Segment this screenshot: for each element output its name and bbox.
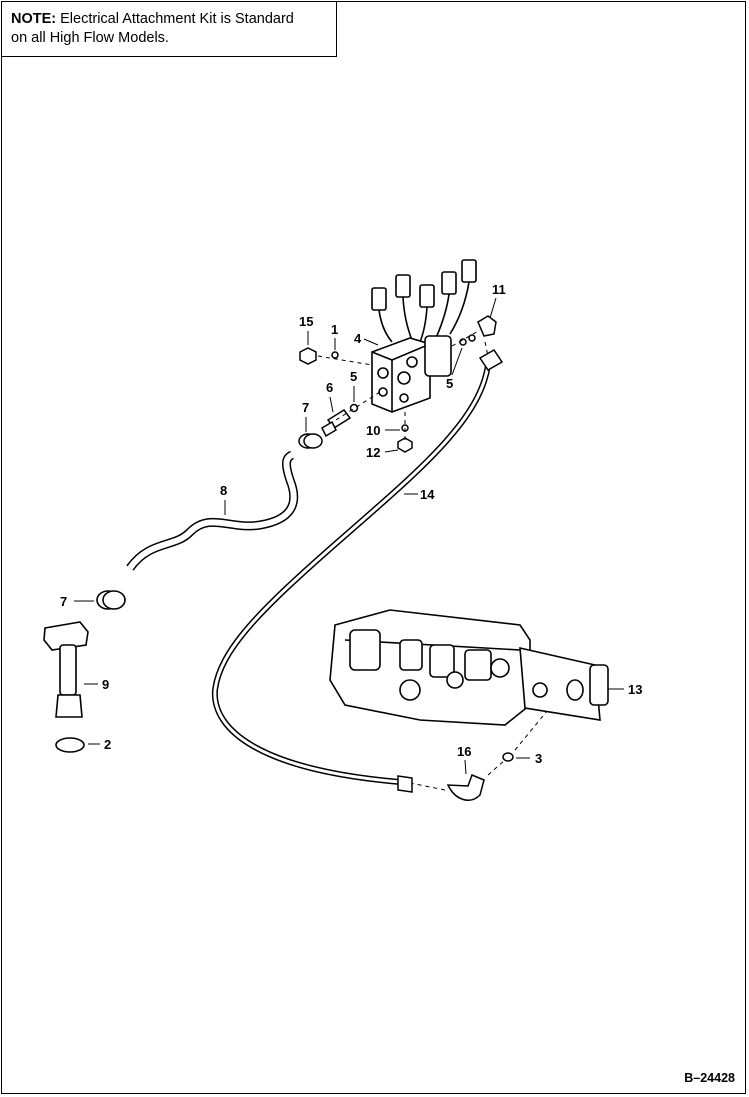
- callout-8: 8: [220, 483, 227, 498]
- callout-11: 11: [492, 282, 506, 297]
- note-line-2: on all High Flow Models.: [11, 30, 169, 46]
- callout-7-upper: 7: [302, 400, 309, 415]
- callout-2: 2: [104, 737, 111, 752]
- callout-5-right: 5: [446, 376, 453, 391]
- callout-9: 9: [102, 677, 109, 692]
- callout-16: 16: [457, 744, 471, 759]
- callout-10: 10: [366, 423, 380, 438]
- note-box: NOTE: Electrical Attachment Kit is Stand…: [1, 1, 337, 57]
- hose-14: [211, 349, 504, 793]
- callout-6: 6: [326, 380, 333, 395]
- note-prefix: NOTE:: [11, 11, 57, 27]
- callout-1: 1: [331, 322, 338, 337]
- note-line-1: Electrical Attachment Kit is Standard: [60, 11, 294, 27]
- tube-8: [126, 450, 299, 571]
- lower-fittings: [446, 752, 514, 801]
- electrical-connectors: [371, 259, 477, 343]
- callouts: 15 1 4 5 6 7 10 12 11 5 8 14 7 9 2 13 16: [60, 282, 642, 775]
- drawing-code: B–24428: [684, 1071, 735, 1085]
- callout-13: 13: [628, 682, 642, 697]
- pump-assembly: [329, 609, 609, 726]
- callout-12: 12: [366, 445, 380, 460]
- callout-14: 14: [420, 487, 435, 502]
- valve-block: [371, 259, 477, 413]
- callout-7-lower: 7: [60, 594, 67, 609]
- lower-left-parts: [43, 590, 126, 753]
- callout-4: 4: [354, 331, 362, 346]
- callout-5-left: 5: [350, 369, 357, 384]
- callout-15: 15: [299, 314, 313, 329]
- callout-3: 3: [535, 751, 542, 766]
